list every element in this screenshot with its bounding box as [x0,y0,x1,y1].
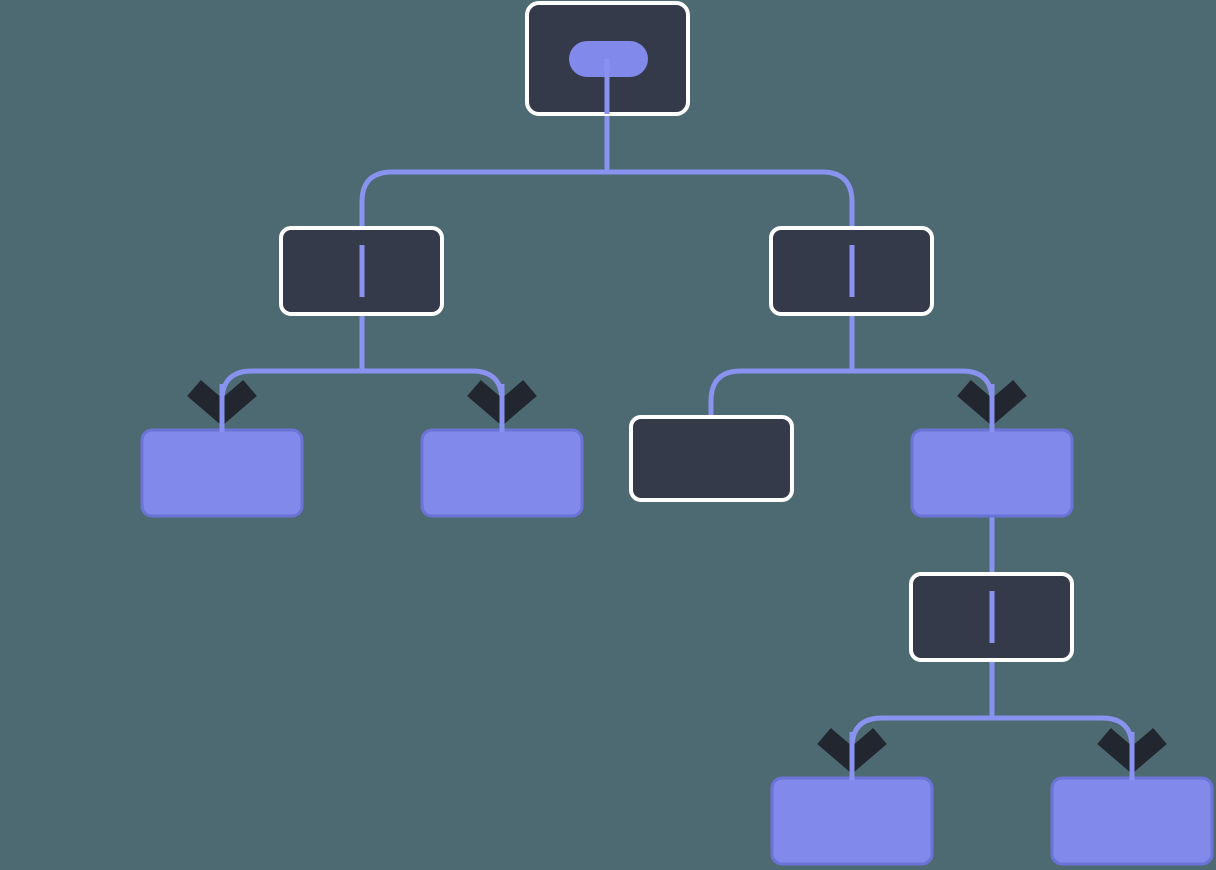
leaf-node-2-shape[interactable] [420,428,584,518]
plain-node[interactable] [629,415,794,502]
leaf-node-2[interactable] [420,428,584,518]
connector-overlay-layer [359,41,995,643]
leaf-node-3-shape[interactable] [910,428,1074,518]
node-layer [140,1,1214,866]
leaf-node-1-shape[interactable] [140,428,304,518]
leaf-node-3[interactable] [910,428,1074,518]
plain-node-shape[interactable] [629,415,794,502]
connector-root-to-branches [359,114,855,228]
arrowhead-layer [187,380,1167,780]
leaf-node-4[interactable] [770,776,934,866]
leaf-node-4-shape[interactable] [770,776,934,866]
leaf-node-1[interactable] [140,428,304,518]
leaf-node-5-shape[interactable] [1050,776,1214,866]
leaf-node-5[interactable] [1050,776,1214,866]
